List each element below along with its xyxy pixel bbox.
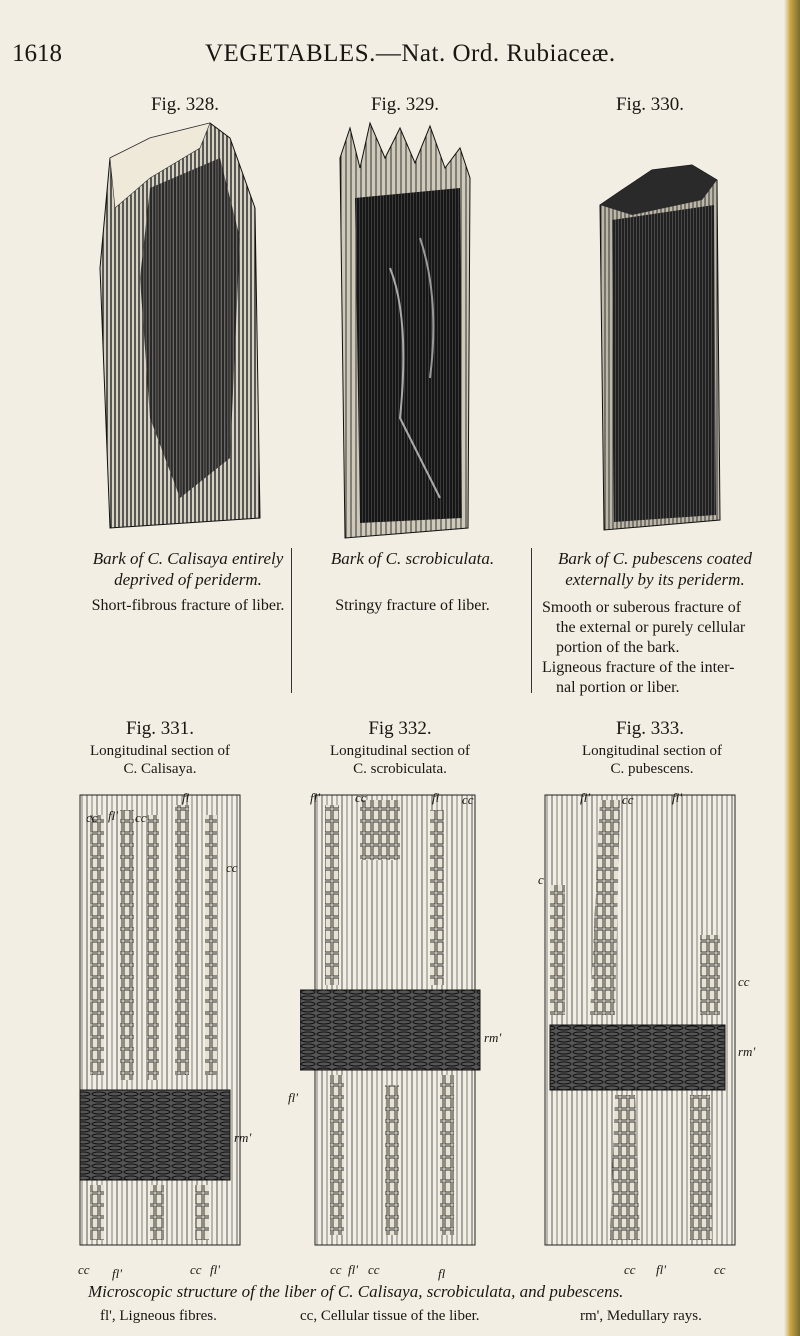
fig-330-bark-illustration	[599, 164, 721, 531]
fig-332-subcaption-line2: C. scrobiculata.	[353, 761, 447, 777]
fig-331-annotation: cc	[226, 860, 238, 875]
fig-333-annotation: fl'	[580, 790, 591, 805]
fig-333-annotation: c	[538, 872, 544, 887]
fig-332-annotation: fl'	[310, 790, 321, 805]
fig-333-annotation: cc	[714, 1262, 726, 1277]
fig-332-annotation: cc	[368, 1262, 380, 1277]
fig-332-subcaption-line1: Longitudinal section of	[330, 743, 470, 759]
fig-330-text: Smooth or suberous fracture of the exter…	[542, 598, 782, 698]
fig-331-annotation: cc	[135, 810, 147, 825]
fig-330-text-line: nal portion or liber.	[556, 679, 680, 696]
fig-331-annotation: fl'	[112, 1266, 123, 1281]
fig-332-subcaption: Longitudinal section of C. scrobiculata.	[290, 742, 510, 778]
fig-328-label: Fig. 328.	[150, 94, 220, 115]
fig-333-annotation: fl'	[656, 1262, 667, 1277]
legend-ligneous-fibres: fl', Ligneous fibres.	[100, 1308, 217, 1324]
fig-332-section-illustration	[300, 794, 481, 1246]
fig-332-annotation: cc	[355, 790, 367, 805]
fig-331-annotation: rm'	[234, 1130, 252, 1145]
fig-333-section-illustration	[544, 794, 736, 1246]
fig-330-title-line1: Bark of C. pubescens coated	[557, 549, 753, 568]
fig-330-text-line: the external or purely cellular	[556, 619, 746, 636]
fig-328-text: Short-fibrous fracture of liber.	[91, 597, 285, 614]
fig-331-label: Fig. 331.	[125, 718, 195, 739]
fig-330-title-line2: externally by its periderm.	[565, 570, 745, 590]
fig-330-text-line: portion of the bark.	[556, 639, 680, 656]
fig-333-subcaption-line1: Longitudinal section of	[582, 743, 722, 759]
fig-331-annotation: fl'	[108, 808, 119, 823]
footer-microscopic-caption: Microscopic structure of the liber of C.…	[88, 1282, 624, 1301]
fig-329-text: Stringy fracture of liber.	[335, 597, 490, 614]
fig-332-annotation: fl	[432, 790, 440, 805]
fig-332-annotation: cc	[330, 1262, 342, 1277]
fig-328-title: Bark of C. Calisaya entirely deprived of…	[88, 548, 288, 591]
fig-333-subcaption-line2: C. pubescens.	[610, 761, 694, 777]
fig-329-title: Bark of C. scrobiculata.	[330, 549, 495, 568]
fig-330-text-line: Smooth or suberous fracture of	[542, 599, 742, 616]
fig-331-annotation: cc	[86, 810, 98, 825]
fig-328-title-line1: Bark of C. Calisaya entirely	[92, 549, 284, 568]
fig-333-annotation: rm'	[738, 1044, 756, 1059]
fig-333-label: Fig. 333.	[615, 718, 685, 739]
running-head: VEGETABLES.—Nat. Ord. Rubiaceæ.	[205, 40, 616, 67]
fig-332-annotation: fl'	[348, 1262, 359, 1277]
legend-cellular-tissue: cc, Cellular tissue of the liber.	[300, 1308, 480, 1324]
page-edge	[784, 0, 800, 1336]
fig-330-label: Fig. 330.	[615, 94, 685, 115]
fig-333-annotation: fl'	[672, 790, 683, 805]
fig-331-annotation: cc	[78, 1262, 90, 1277]
fig-329-label: Fig. 329.	[370, 94, 440, 115]
page-number: 1618	[12, 40, 62, 67]
legend-medullary-rays: rm', Medullary rays.	[580, 1308, 702, 1324]
fig-328-bark-illustration	[99, 122, 261, 529]
fig-333-annotation: cc	[738, 974, 750, 989]
fig-329-bark-illustration	[339, 121, 471, 539]
fig-330-title: Bark of C. pubescens coated externally b…	[540, 548, 770, 591]
fig-331-subcaption-line2: C. Calisaya.	[123, 761, 197, 777]
fig-332-annotation: fl	[438, 1266, 446, 1281]
fig-333-annotation: cc	[624, 1262, 636, 1277]
fig-332-label: Fig 332.	[368, 718, 432, 739]
fig-331-section-illustration	[79, 794, 241, 1246]
fig-331-annotation: fl	[182, 790, 190, 805]
fig-330-text-line: Ligneous fracture of the inter-	[542, 659, 735, 676]
fig-331-subcaption: Longitudinal section of C. Calisaya.	[50, 742, 270, 778]
fig-328-title-line2: deprived of periderm.	[114, 570, 262, 590]
separator-line	[531, 548, 532, 693]
fig-333-annotation: cc	[622, 792, 634, 807]
fig-333-subcaption: Longitudinal section of C. pubescens.	[542, 742, 762, 778]
fig-331-subcaption-line1: Longitudinal section of	[90, 743, 230, 759]
fig-332-annotation: fl'	[288, 1090, 299, 1105]
fig-332-annotation: rm'	[484, 1030, 502, 1045]
fig-332-annotation: cc	[462, 792, 474, 807]
separator-line	[291, 548, 292, 693]
fig-331-annotation: fl'	[210, 1262, 221, 1277]
fig-331-annotation: cc	[190, 1262, 202, 1277]
